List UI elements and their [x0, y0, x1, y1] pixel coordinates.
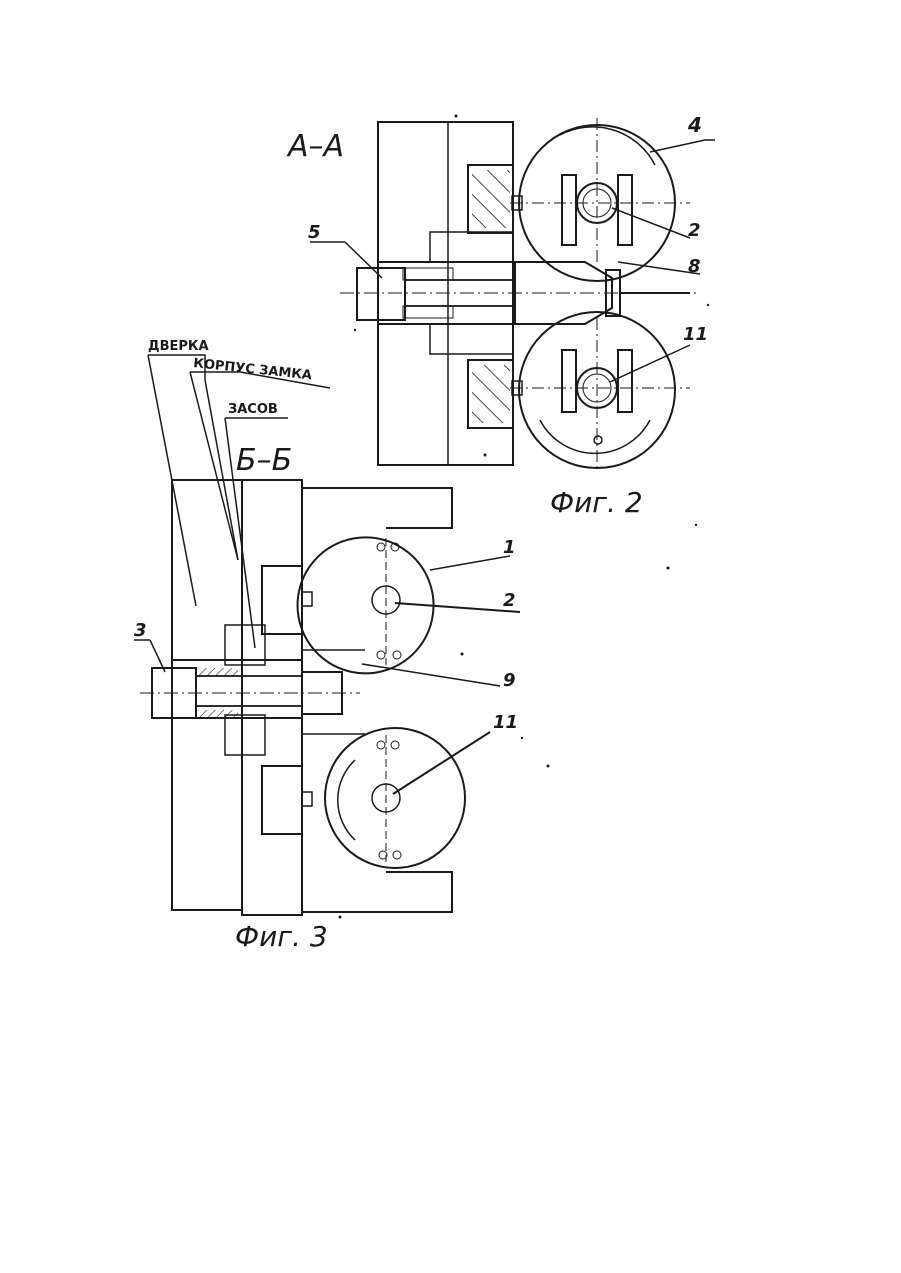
fig3-door	[172, 480, 242, 910]
figure-2: А–А	[286, 113, 715, 519]
figure-3: Б–Б	[134, 339, 520, 953]
fig2-bolt	[340, 262, 700, 324]
fig3-lock-body	[225, 480, 302, 915]
fig2-callout-11: 11	[683, 324, 708, 345]
fig3-callout-9: 9	[503, 670, 516, 691]
label-door: ДВЕРКА	[148, 339, 209, 354]
fig2-callout-5: 5	[308, 222, 321, 243]
scan-specks	[339, 115, 710, 919]
section-label-b-b: Б–Б	[236, 443, 292, 478]
fig3-lower-disc	[325, 728, 465, 868]
fig3-bolt	[140, 650, 365, 734]
label-lock-body: КОРПУС ЗАМКА	[193, 356, 313, 383]
figure-3-caption: Фиг. 3	[235, 920, 328, 953]
fig3-callout-2: 2	[503, 590, 516, 611]
section-label-a-a: А–А	[286, 129, 344, 164]
fig2-lower-wheel	[510, 312, 690, 470]
fig2-callout-4: 4	[687, 113, 702, 137]
figure-2-caption: Фиг. 2	[550, 486, 643, 519]
fig2-callout-8: 8	[688, 256, 701, 277]
fig2-callout-2: 2	[688, 220, 701, 241]
fig3-callout-1: 1	[503, 537, 516, 558]
label-bolt: ЗАСОВ	[228, 402, 278, 417]
fig3-upper-disc	[298, 537, 434, 673]
fig2-upper-wheel	[510, 118, 690, 281]
fig3-leaders	[134, 355, 520, 794]
fig3-callout-11: 11	[493, 712, 518, 733]
fig3-callout-3: 3	[134, 620, 147, 641]
